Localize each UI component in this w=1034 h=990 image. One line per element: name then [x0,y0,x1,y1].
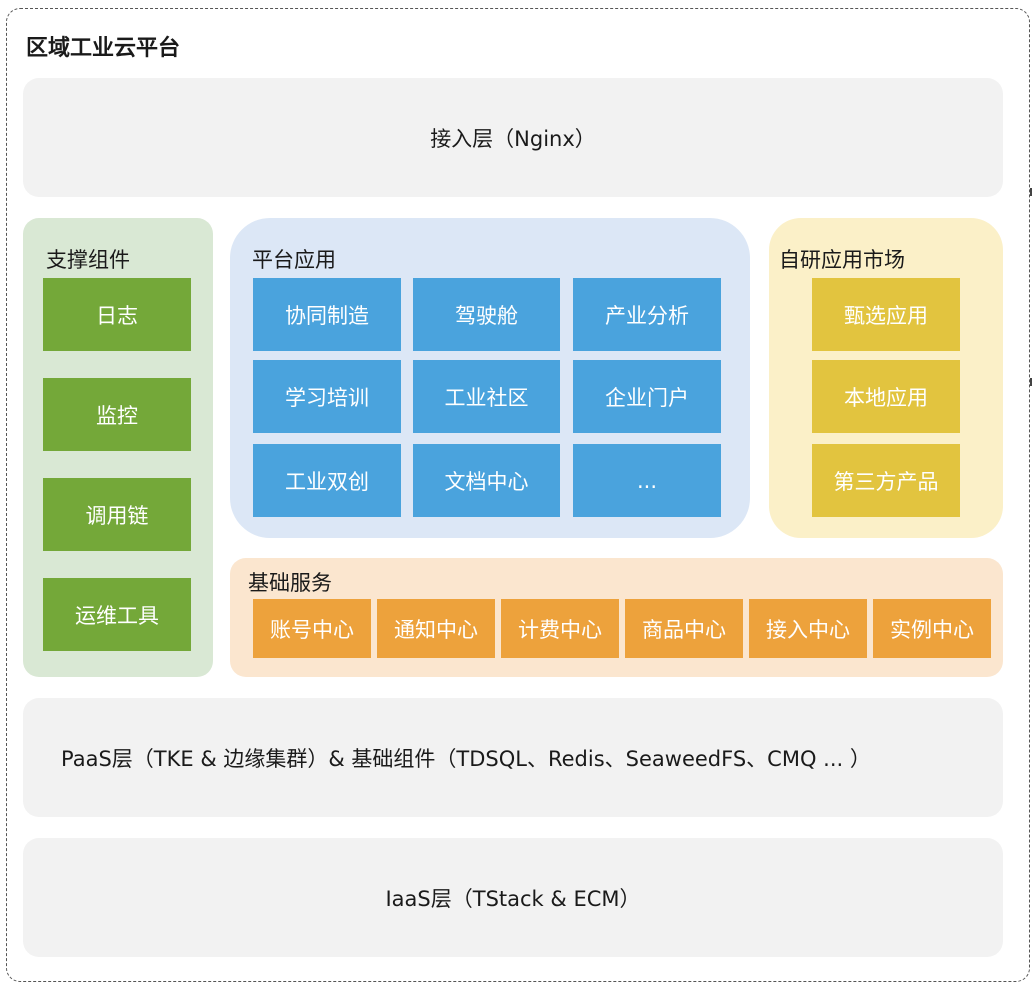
support-panel-title: 支撑组件 [46,248,130,272]
service-account-center: 账号中心 [253,599,371,658]
market-item-local-apps: 本地应用 [812,360,960,433]
market-item-selected-apps: 甄选应用 [812,278,960,351]
market-item-third-party: 第三方产品 [812,444,960,517]
platform-frame [6,8,1030,982]
app-collaborative-manufacturing: 协同制造 [253,278,401,351]
edge-connector-mark [1030,188,1032,196]
base-services-panel: 基础服务 账号中心 通知中心 计费中心 商品中心 接入中心 实例中心 [230,558,1003,677]
app-market-panel: 自研应用市场 甄选应用 本地应用 第三方产品 [769,218,1003,538]
platform-apps-panel: 平台应用 协同制造 驾驶舱 产业分析 学习培训 工业社区 企业门户 工业双创 文… [230,218,750,538]
support-item-ops-tools: 运维工具 [43,578,191,651]
app-learning-training: 学习培训 [253,360,401,433]
paas-layer: PaaS层（TKE & 边缘集群）& 基础组件（TDSQL、Redis、Seaw… [23,698,1003,817]
support-panel: 支撑组件 日志 监控 调用链 运维工具 [23,218,213,677]
support-item-log: 日志 [43,278,191,351]
service-billing-center: 计费中心 [501,599,619,658]
access-layer: 接入层（Nginx） [23,78,1003,197]
access-layer-label: 接入层（Nginx） [430,126,596,151]
app-industrial-innovation: 工业双创 [253,444,401,517]
app-document-center: 文档中心 [413,444,560,517]
paas-layer-label: PaaS层（TKE & 边缘集群）& 基础组件（TDSQL、Redis、Seaw… [61,746,871,771]
diagram-title: 区域工业云平台 [26,36,181,61]
app-cockpit: 驾驶舱 [413,278,560,351]
support-item-monitor: 监控 [43,378,191,451]
service-product-center: 商品中心 [625,599,743,658]
app-industrial-community: 工业社区 [413,360,560,433]
iaas-layer-label: IaaS层（TStack & ECM） [385,886,641,911]
service-instance-center: 实例中心 [873,599,991,658]
support-item-tracing: 调用链 [43,478,191,551]
edge-connector-mark [1030,378,1032,386]
platform-apps-title: 平台应用 [252,248,336,272]
app-industry-analysis: 产业分析 [573,278,721,351]
iaas-layer: IaaS层（TStack & ECM） [23,838,1003,957]
service-access-center: 接入中心 [749,599,867,658]
app-market-title: 自研应用市场 [779,248,905,272]
app-more: ... [573,444,721,517]
base-services-title: 基础服务 [248,571,332,595]
app-enterprise-portal: 企业门户 [573,360,721,433]
service-notification-center: 通知中心 [377,599,495,658]
